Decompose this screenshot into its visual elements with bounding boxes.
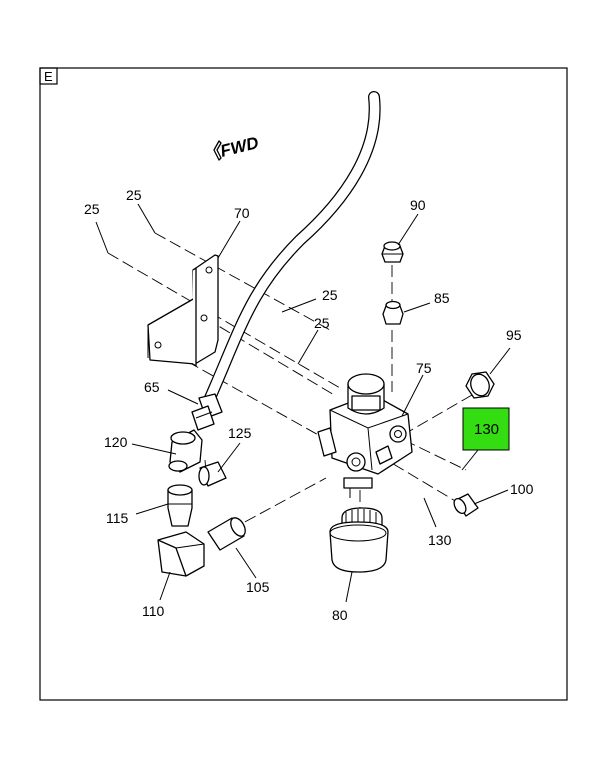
callout-110[interactable]: 110 bbox=[142, 603, 165, 619]
callout-130-b[interactable]: 130 bbox=[428, 532, 452, 548]
plug-100 bbox=[453, 493, 479, 517]
air-hose bbox=[191, 91, 381, 431]
callout-25-c[interactable]: 25 bbox=[322, 287, 338, 303]
callout-25-a[interactable]: 25 bbox=[84, 201, 100, 217]
leader-lines bbox=[95, 203, 511, 603]
callout-90[interactable]: 90 bbox=[410, 197, 426, 213]
callout-85[interactable]: 85 bbox=[434, 290, 450, 306]
fitting-90 bbox=[381, 241, 404, 263]
valve-body bbox=[317, 373, 413, 498]
sheet-letter: E bbox=[44, 69, 53, 84]
assembly-centerlines bbox=[107, 232, 473, 531]
sheet-tag: E bbox=[39, 67, 58, 85]
callout-25-b[interactable]: 25 bbox=[126, 187, 142, 203]
callout-75[interactable]: 75 bbox=[416, 360, 432, 376]
connector-fitting bbox=[167, 484, 193, 527]
callout-80[interactable]: 80 bbox=[332, 607, 348, 623]
callout-100[interactable]: 100 bbox=[510, 481, 534, 497]
fitting-85 bbox=[382, 300, 404, 325]
adapter-fitting bbox=[207, 517, 246, 551]
plug-95 bbox=[465, 371, 495, 399]
callout-105[interactable]: 105 bbox=[246, 579, 270, 595]
callout-120[interactable]: 120 bbox=[104, 434, 128, 450]
fwd-label: FWD bbox=[218, 133, 260, 161]
callout-95[interactable]: 95 bbox=[506, 327, 522, 343]
diagram-frame bbox=[39, 67, 568, 701]
fwd-arrow-icon: FWD bbox=[213, 133, 261, 161]
callout-125[interactable]: 125 bbox=[228, 425, 252, 441]
highlight-box[interactable] bbox=[462, 407, 510, 451]
filter-bowl bbox=[329, 507, 389, 573]
callouts: 25 25 70 25 25 90 85 95 75 65 120 125 11… bbox=[84, 187, 534, 623]
callout-65[interactable]: 65 bbox=[144, 379, 160, 395]
tee-fitting bbox=[157, 531, 205, 577]
plug-fitting bbox=[198, 461, 227, 487]
elbow-fitting bbox=[168, 429, 203, 473]
highlighted-part-label[interactable]: 130 bbox=[474, 421, 499, 438]
callout-130-highlighted[interactable]: 130 bbox=[462, 407, 510, 451]
mounting-bracket bbox=[147, 254, 219, 367]
callout-25-d[interactable]: 25 bbox=[314, 315, 330, 331]
callout-70[interactable]: 70 bbox=[234, 205, 250, 221]
callout-115[interactable]: 115 bbox=[106, 510, 129, 526]
